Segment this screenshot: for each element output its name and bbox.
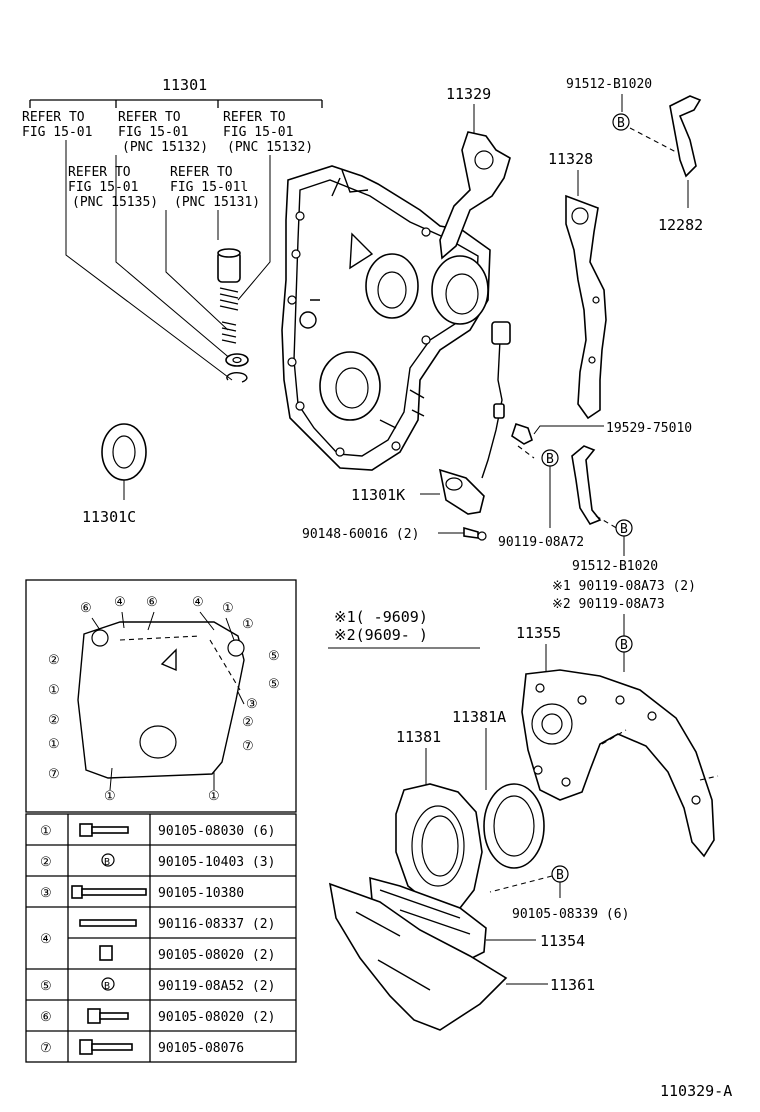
bolt-location-inset: ⑥ ④ ⑥ ④ ① ② ① ② ① ⑦ ③ ⑤ ⑤ ⑦ ② ① ① ①: [25, 579, 297, 813]
table-num-7: ⑦: [40, 1041, 52, 1056]
label-11355: 11355: [516, 624, 561, 642]
label-90148: 90148-60016 (2): [302, 527, 419, 542]
date-legend: ※1( -9609) ※2(9609- ): [328, 608, 480, 649]
inset-callout: ①: [208, 789, 220, 804]
note-1: ※1 90119-08A73 (2): [552, 579, 696, 594]
bolt-b-icon: B: [101, 977, 115, 992]
refer-2-line2: FIG 15-01: [118, 125, 188, 140]
refer-1-line2: FIG 15-01: [22, 125, 92, 140]
bolt-long-icon: [71, 885, 147, 899]
retainer-group: 11381A 11381 B 90105-08339 (6): [395, 708, 629, 922]
table-num-5: ⑤: [40, 979, 52, 994]
hook-group: 91512-B1020 B 12282: [566, 77, 703, 234]
refer-5-line2: FIG 15-01l: [170, 180, 248, 195]
table-part-6: 90105-08020 (2): [158, 1010, 275, 1025]
refer-3-line1: REFER TO: [223, 110, 286, 125]
label-12282: 12282: [658, 216, 703, 234]
refer-3-line2: FIG 15-01: [223, 125, 293, 140]
table-part-5: 90119-08A52 (2): [158, 979, 275, 994]
inset-callout: ⑤: [268, 649, 280, 664]
legend-row2: ※2(9609- ): [334, 626, 428, 644]
refer-4-line1: REFER TO: [68, 165, 131, 180]
refer-notes: 11301 REFER TO FIG 15-01 REFER TO FIG 15…: [22, 76, 323, 381]
inset-callout: ③: [246, 697, 258, 712]
flange-bolt-icon: [79, 1039, 133, 1055]
label-11361: 11361: [550, 976, 595, 994]
table-num-6: ⑥: [40, 1010, 52, 1025]
table-num-3: ③: [40, 886, 52, 901]
bolt-b-icon: B: [101, 853, 115, 868]
bolt-marker-top: B: [617, 116, 625, 131]
table-num-1: ①: [40, 824, 52, 839]
end-plate-11355: 11355: [516, 624, 719, 858]
inset-callout: ①: [242, 617, 254, 632]
bolt-icon: [79, 823, 129, 837]
table-part-4: 90116-08337 (2): [158, 917, 275, 932]
label-11381A: 11381A: [452, 708, 506, 726]
inset-callout: ④: [192, 595, 204, 610]
inset-callout: ①: [222, 601, 234, 616]
relief-valve-parts: [217, 248, 249, 383]
timing-cover: [281, 165, 491, 471]
refer-4-line2: FIG 15-01: [68, 180, 138, 195]
clamp-group: 19529-75010 B 90119-08A72 B 91512-B1020 …: [498, 421, 696, 672]
bolt-table: ① 90105-08030 (6) ② 90105-10403 (3) ③ 90…: [25, 813, 297, 1063]
table-num-2: ②: [40, 855, 52, 870]
inset-callout: ⑤: [268, 677, 280, 692]
label-90119-08A72: 90119-08A72: [498, 535, 584, 550]
inset-callout: ④: [114, 595, 126, 610]
inset-callout: ②: [242, 715, 254, 730]
lower-covers: 11354 11361: [328, 876, 595, 1031]
refer-3-line3: (PNC 15132): [227, 140, 313, 155]
label-11328: 11328: [548, 150, 593, 168]
bolt-marker-lower: B: [556, 868, 564, 883]
label-11301K: 11301K: [351, 486, 405, 504]
label-19529: 19529-75010: [606, 421, 692, 436]
table-part-3: 90105-10380: [158, 886, 244, 901]
inset-callout: ⑥: [146, 595, 158, 610]
label-11381: 11381: [396, 728, 441, 746]
flange-bolt-icon: [87, 1008, 129, 1024]
sensor-group: 11301K 90148-60016 (2): [302, 321, 511, 542]
inset-callout: ②: [48, 713, 60, 728]
refer-1-line1: REFER TO: [22, 110, 85, 125]
svg-text:B: B: [104, 857, 110, 868]
label-11329: 11329: [446, 85, 491, 103]
label-11301: 11301: [162, 76, 207, 94]
inset-callout: ⑦: [242, 739, 254, 754]
bolt-marker-mid: B: [546, 452, 554, 467]
note-2: ※2 90119-08A73: [552, 597, 665, 612]
inset-callout: ①: [104, 789, 116, 804]
inset-callout: ⑥: [80, 601, 92, 616]
table-part-7: 90105-08076: [158, 1041, 244, 1056]
table-num-4: ④: [40, 932, 52, 947]
diagram-code: 110329-A: [660, 1082, 732, 1100]
seal-11301c: 11301C: [82, 423, 147, 526]
refer-2-line1: REFER TO: [118, 110, 181, 125]
inset-callout: ①: [48, 683, 60, 698]
bolt-marker-right: B: [620, 522, 628, 537]
gaskets-upper: 11329 11328: [439, 85, 607, 420]
table-part-4b: 90105-08020 (2): [158, 948, 275, 963]
label-11354: 11354: [540, 932, 585, 950]
stud-icon: [79, 919, 137, 927]
refer-5-line1: REFER TO: [170, 165, 233, 180]
table-part-2: 90105-10403 (3): [158, 855, 275, 870]
label-91512-right: 91512-B1020: [572, 559, 658, 574]
inset-callout: ⑦: [48, 767, 60, 782]
label-11301C: 11301C: [82, 508, 136, 526]
svg-text:B: B: [104, 981, 110, 992]
inset-callout: ①: [48, 737, 60, 752]
refer-4-line3: (PNC 15135): [72, 195, 158, 210]
table-part-1: 90105-08030 (6): [158, 824, 275, 839]
refer-5-line3: (PNC 15131): [174, 195, 260, 210]
label-91512-top: 91512-B1020: [566, 77, 652, 92]
refer-2-line3: (PNC 15132): [122, 140, 208, 155]
label-90105-08339: 90105-08339 (6): [512, 907, 629, 922]
legend-row1: ※1( -9609): [334, 608, 428, 626]
nut-icon: [99, 945, 113, 961]
inset-callout: ②: [48, 653, 60, 668]
bolt-marker-plate: B: [620, 638, 628, 653]
